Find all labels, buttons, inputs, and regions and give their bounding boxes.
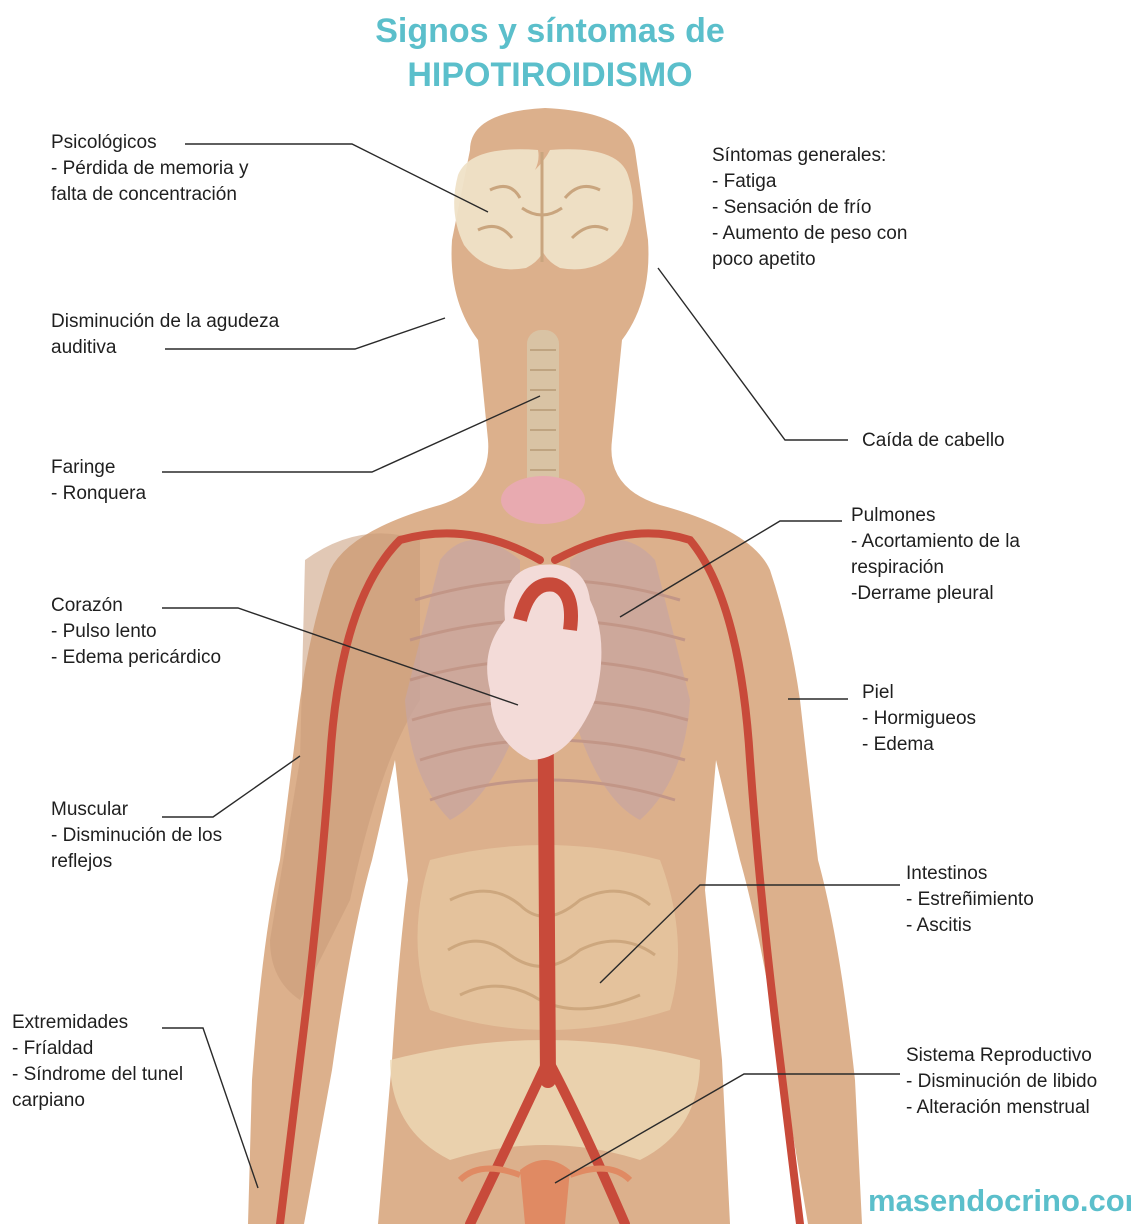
label-item: -Derrame pleural (851, 581, 1020, 607)
trachea (527, 330, 559, 500)
label-item: - Sensación de frío (712, 195, 907, 221)
label-item: - Pérdida de memoria y (51, 156, 248, 182)
label-agudeza-auditiva: Disminución de la agudeza auditiva (51, 309, 279, 361)
title-line-2: HIPOTIROIDISMO (0, 56, 1100, 94)
label-heading: Faringe (51, 455, 146, 481)
label-item: - Acortamiento de la (851, 529, 1020, 555)
label-item: - Edema (862, 732, 976, 758)
brain (454, 149, 633, 269)
label-pulmones: Pulmones - Acortamiento de la respiració… (851, 503, 1020, 607)
label-item: carpiano (12, 1088, 183, 1114)
label-heading: Psicológicos (51, 130, 248, 156)
label-faringe: Faringe - Ronquera (51, 455, 146, 507)
label-item: - Hormigueos (862, 706, 976, 732)
title-line-1: Signos y síntomas de (0, 12, 1100, 50)
label-sistema-reproductivo: Sistema Reproductivo - Disminución de li… (906, 1043, 1097, 1121)
label-item: - Alteración menstrual (906, 1095, 1097, 1121)
label-heading: Disminución de la agudeza (51, 309, 279, 335)
label-item: falta de concentración (51, 182, 248, 208)
label-heading: Muscular (51, 797, 222, 823)
label-muscular: Muscular - Disminución de los reflejos (51, 797, 222, 875)
label-item: - Fatiga (712, 169, 907, 195)
label-caida-cabello: Caída de cabello (862, 428, 1005, 454)
label-heading: Sistema Reproductivo (906, 1043, 1097, 1069)
label-heading: Pulmones (851, 503, 1020, 529)
label-item: - Ronquera (51, 481, 146, 507)
label-item: - Disminución de libido (906, 1069, 1097, 1095)
label-psicologicos: Psicológicos - Pérdida de memoria y falt… (51, 130, 248, 208)
label-heading: Piel (862, 680, 976, 706)
label-item: auditiva (51, 335, 279, 361)
label-heading: Corazón (51, 593, 221, 619)
label-item: - Síndrome del tunel (12, 1062, 183, 1088)
label-item: - Estreñimiento (906, 887, 1034, 913)
label-corazon: Corazón - Pulso lento - Edema pericárdic… (51, 593, 221, 671)
thyroid (501, 476, 585, 524)
label-item: - Ascitis (906, 913, 1034, 939)
label-item: reflejos (51, 849, 222, 875)
label-extremidades: Extremidades - Fríaldad - Síndrome del t… (12, 1010, 183, 1114)
label-item: - Edema pericárdico (51, 645, 221, 671)
label-heading: Intestinos (906, 861, 1034, 887)
label-item: - Disminución de los (51, 823, 222, 849)
label-item: - Pulso lento (51, 619, 221, 645)
brand-watermark: masendocrino.com (868, 1183, 1131, 1219)
label-item: poco apetito (712, 247, 907, 273)
label-item: respiración (851, 555, 1020, 581)
label-piel: Piel - Hormigueos - Edema (862, 680, 976, 758)
label-item: - Fríaldad (12, 1036, 183, 1062)
label-heading: Caída de cabello (862, 428, 1005, 454)
label-heading: Extremidades (12, 1010, 183, 1036)
label-sintomas-generales: Síntomas generales: - Fatiga - Sensación… (712, 143, 907, 273)
label-heading: Síntomas generales: (712, 143, 907, 169)
label-intestinos: Intestinos - Estreñimiento - Ascitis (906, 861, 1034, 939)
label-item: - Aumento de peso con (712, 221, 907, 247)
